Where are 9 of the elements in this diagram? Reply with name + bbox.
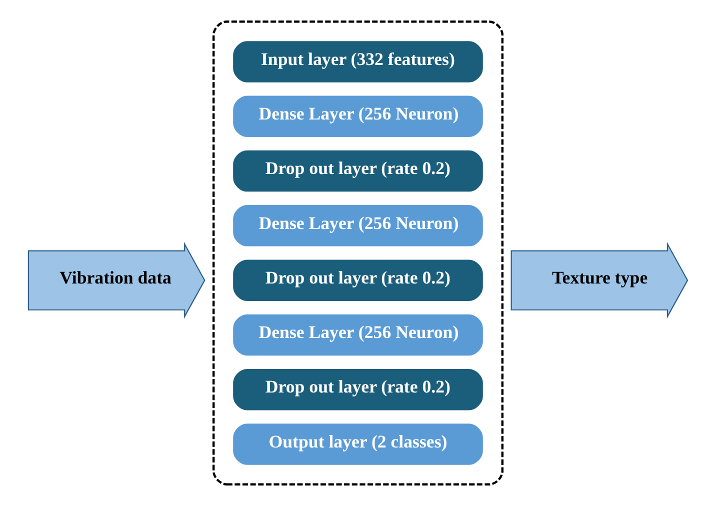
node-box: Dense Layer (256 Neuron) [232,96,482,138]
node-box: Drop out layer (rate 0.2) [232,260,482,301]
node-box: Dense Layer (256 Neuron) [232,205,482,246]
node-box: Drop out layer (rate 0.2) [232,368,482,410]
node-box: Dense Layer (256 Neuron) [232,314,482,356]
node-box: Input layer (332 features) [232,41,482,82]
node-box: Output layer (2 classes) [232,424,482,465]
node-box: Drop out layer (rate 0.2) [232,150,482,192]
cluster [212,20,504,486]
